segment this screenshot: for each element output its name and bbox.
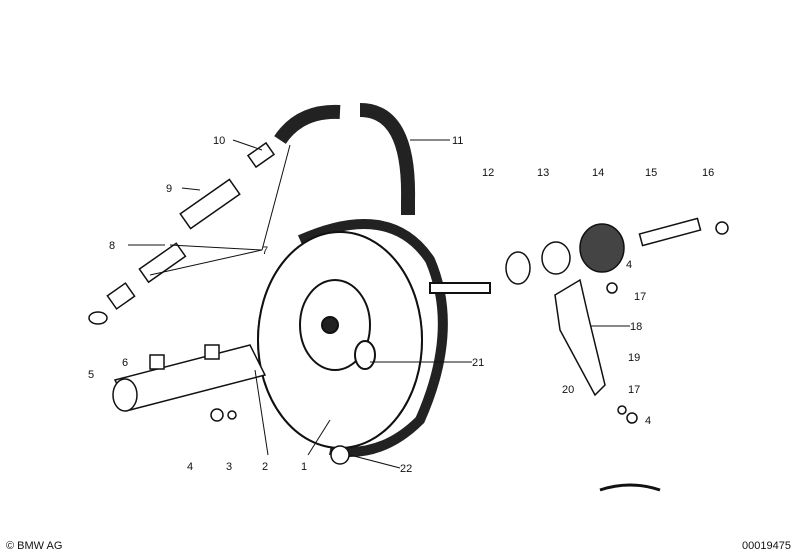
part-label-13: 13 bbox=[537, 167, 549, 179]
part-label-17: 17 bbox=[634, 291, 646, 303]
vacuum-hose bbox=[274, 103, 416, 215]
part-label-4: 4 bbox=[645, 415, 651, 427]
part-label-21: 21 bbox=[472, 357, 484, 369]
part-label-15: 15 bbox=[645, 167, 657, 179]
part-label-17: 17 bbox=[628, 384, 640, 396]
part-label-19: 19 bbox=[628, 352, 640, 364]
part-label-5: 5 bbox=[88, 369, 94, 381]
part-label-16: 16 bbox=[702, 167, 714, 179]
document-number: 00019475 bbox=[742, 540, 791, 552]
part-label-3: 3 bbox=[226, 461, 232, 473]
part-label-4: 4 bbox=[626, 259, 632, 271]
part-label-14: 14 bbox=[592, 167, 604, 179]
part-label-4: 4 bbox=[187, 461, 193, 473]
pushrod-and-bracket bbox=[330, 217, 729, 492]
part-label-12: 12 bbox=[482, 167, 494, 179]
part-label-18: 18 bbox=[630, 321, 642, 333]
part-label-11: 11 bbox=[452, 135, 463, 147]
part-label-20: 20 bbox=[562, 384, 574, 396]
copyright-text: © BMW AG bbox=[6, 540, 63, 552]
part-label-22: 22 bbox=[400, 463, 412, 475]
leader-lines bbox=[128, 139, 630, 469]
check-valve-assembly bbox=[88, 141, 276, 325]
part-label-2: 2 bbox=[262, 461, 268, 473]
part-label-7: 7 bbox=[262, 245, 268, 257]
part-label-8: 8 bbox=[109, 240, 115, 252]
part-label-1: 1 bbox=[301, 461, 307, 473]
part-label-9: 9 bbox=[166, 183, 172, 195]
part-label-10: 10 bbox=[213, 135, 225, 147]
master-cylinder bbox=[112, 344, 267, 422]
part-label-6: 6 bbox=[122, 357, 128, 369]
brake-booster bbox=[257, 219, 491, 457]
